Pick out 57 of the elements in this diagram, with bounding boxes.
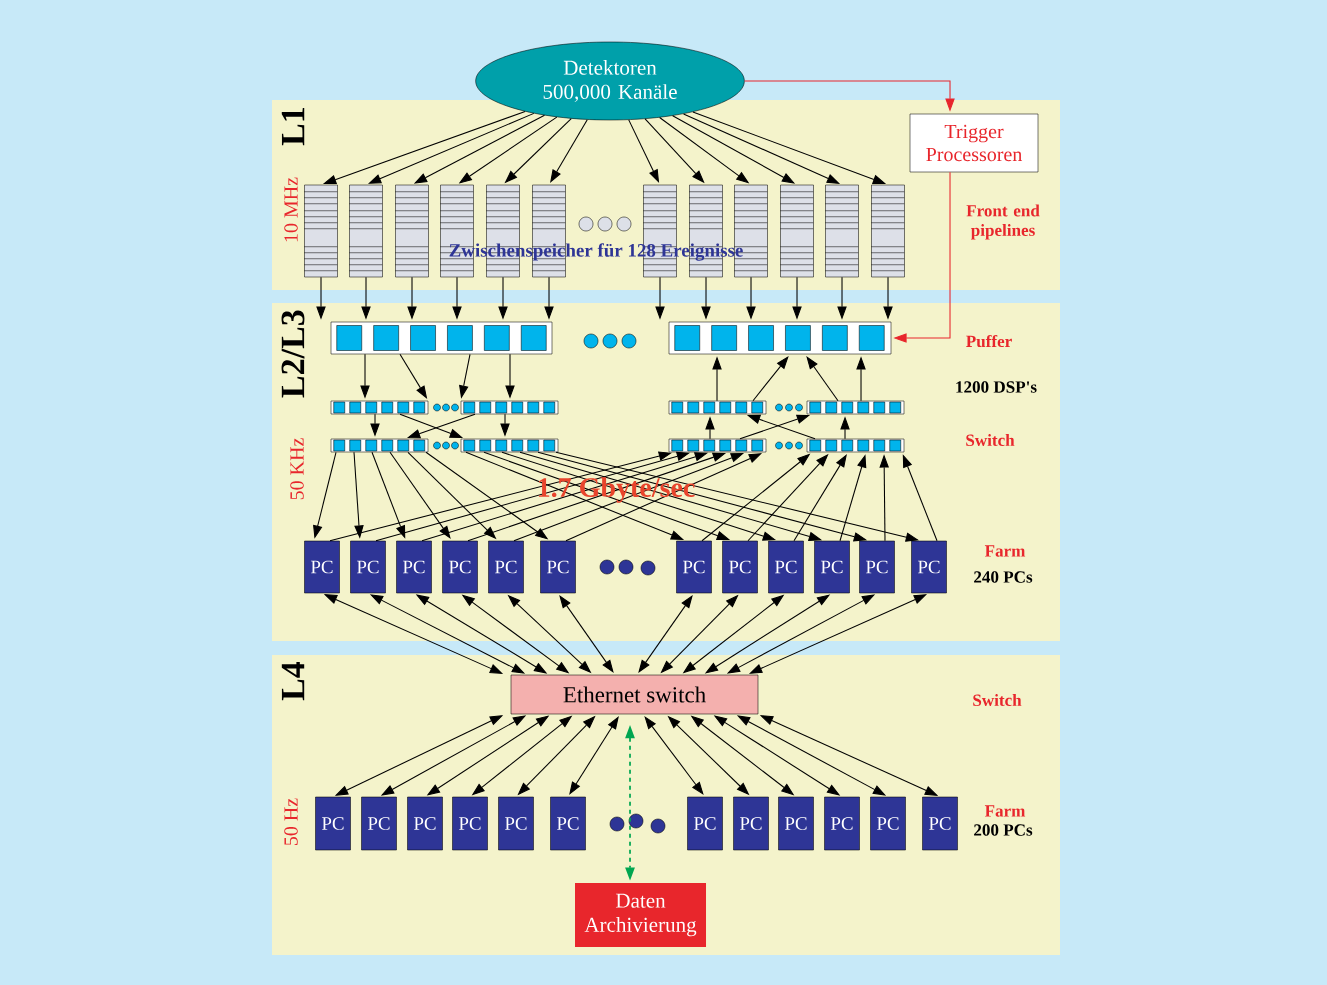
pc-box: PC <box>442 540 478 594</box>
pipeline-box <box>303 184 338 278</box>
pc-box: PC <box>859 540 895 594</box>
buffer-bar <box>668 321 892 355</box>
side-label: 50 KHz <box>290 438 304 500</box>
pc-box: PC <box>396 540 432 594</box>
dsp-bar <box>460 400 559 415</box>
pc-box: PC <box>824 796 860 851</box>
side-label: Puffer <box>966 334 1012 348</box>
side-label: 240 PCs <box>974 571 1033 583</box>
pipeline-box <box>779 184 814 278</box>
switch-box: Ethernet switch <box>510 674 759 715</box>
pc-box: PC <box>540 540 576 594</box>
pc-box: PC <box>407 796 443 851</box>
archive-box: Daten Archivierung <box>575 883 706 947</box>
dsp-bar <box>460 438 559 453</box>
pc-box: PC <box>315 796 351 851</box>
pipeline-box <box>348 184 383 278</box>
pc-box: PC <box>768 540 804 594</box>
pc-box: PC <box>687 796 723 851</box>
pc-box: PC <box>778 796 814 851</box>
dsp-bar <box>668 438 767 453</box>
pc-box: PC <box>488 540 524 594</box>
side-label: Front end pipelines <box>966 204 1040 240</box>
dsp-bar <box>806 438 905 453</box>
pipeline-box <box>871 184 905 278</box>
pc-box: PC <box>922 796 958 851</box>
pc-box: PC <box>350 540 386 594</box>
dsp-bar <box>330 438 429 453</box>
arrow <box>569 716 619 795</box>
pc-box: PC <box>870 796 906 851</box>
pc-box: PC <box>722 540 758 594</box>
trigger-box: Trigger Processoren <box>909 113 1039 173</box>
pc-box: PC <box>676 540 712 594</box>
pc-box: PC <box>304 540 340 594</box>
arrow <box>793 454 847 542</box>
pc-box: PC <box>361 796 397 851</box>
pc-box: PC <box>452 796 488 851</box>
arrow <box>550 119 588 183</box>
side-label: Farm <box>984 545 1026 557</box>
side-label: 200 PCs <box>974 824 1033 836</box>
side-label: 1200 DSP's <box>956 381 1037 393</box>
pc-box: PC <box>814 540 850 594</box>
side-label: Switch <box>973 694 1022 706</box>
pipeline-box <box>394 184 429 278</box>
pc-box: PC <box>733 796 769 851</box>
pc-box: PC <box>498 796 534 851</box>
buffer-bar <box>330 321 553 355</box>
dsp-bar <box>330 400 429 415</box>
pc-box: PC <box>911 540 947 594</box>
side-label: Farm <box>984 805 1026 817</box>
dsp-bar <box>806 400 905 415</box>
side-label: 10 MHz <box>284 177 298 242</box>
pipeline-box <box>825 184 859 278</box>
pc-box: PC <box>550 796 586 851</box>
side-label: Switch <box>966 434 1015 446</box>
dsp-bar <box>668 400 767 415</box>
